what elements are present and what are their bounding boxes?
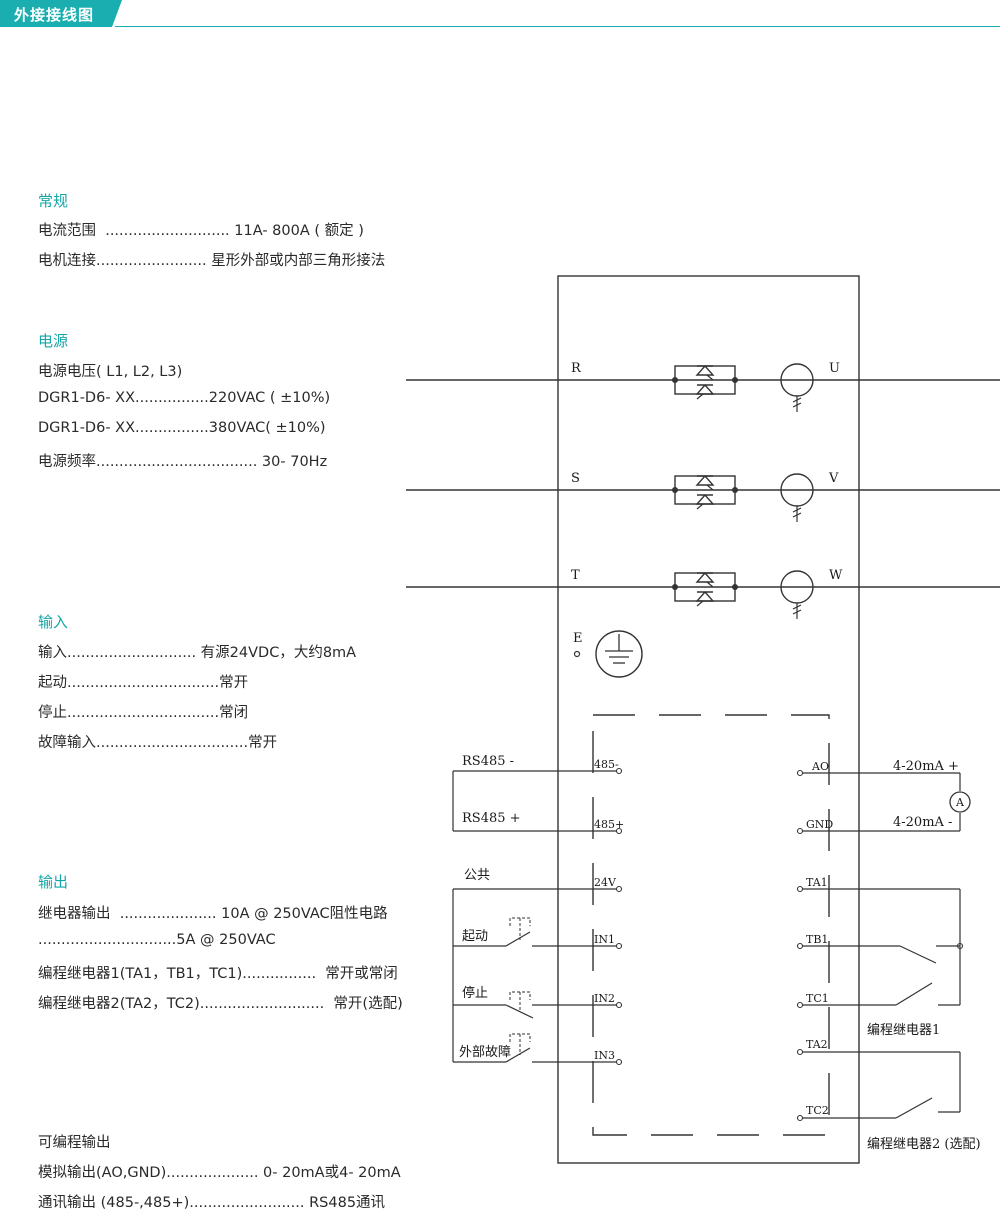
phase-label-v: V xyxy=(828,471,839,486)
section-heading-power: 电源 xyxy=(38,332,69,350)
terminal-label: IN2 xyxy=(594,992,615,1005)
phase-label-r: R xyxy=(571,361,582,376)
section-heading-output: 输出 xyxy=(38,873,69,891)
spec-row: 电源频率................................... … xyxy=(38,454,328,470)
terminal-label: TA2 xyxy=(806,1038,828,1051)
terminal-label: 24V xyxy=(594,876,617,889)
relay1-label: 编程继电器1 xyxy=(867,1023,940,1038)
terminal-label: TB1 xyxy=(806,933,828,946)
spec-row: DGR1-D6- XX................380VAC( ±10%) xyxy=(38,420,326,436)
spec-row: 电机连接........................ 星形外部或内部三角形接… xyxy=(38,253,386,269)
spec-row: 输入............................ 有源24VDC，大… xyxy=(38,645,357,661)
controller-enclosure xyxy=(557,275,860,1164)
relay2-label: 编程继电器2 (选配) xyxy=(867,1137,981,1152)
rs485-minus-label: RS485 - xyxy=(462,754,514,769)
ground-icon xyxy=(595,630,643,678)
page-title: 外接接线图 xyxy=(14,6,95,24)
phase-label-u: U xyxy=(829,361,840,376)
terminal-label: 485- xyxy=(594,758,619,771)
terminal-label: AO xyxy=(811,760,829,773)
spec-row: 模拟输出(AO,GND).................... 0- 20mA… xyxy=(38,1165,401,1181)
ma-plus-label: 4-20mA + xyxy=(893,759,959,774)
header-tab-shape xyxy=(0,0,122,27)
svg-text:A: A xyxy=(955,796,965,809)
section-heading-input: 输入 xyxy=(38,613,69,631)
phase-line-s xyxy=(406,473,1000,523)
spec-row: 编程继电器1(TA1，TB1，TC1)................ 常开或常… xyxy=(38,966,398,982)
spec-row: ..............................5A @ 250VA… xyxy=(38,932,276,948)
terminal-label: IN1 xyxy=(594,933,615,946)
fault-label: 外部故障 xyxy=(459,1045,511,1060)
terminal-label: 485+ xyxy=(594,818,624,831)
ma-minus-label: 4-20mA - xyxy=(893,815,952,830)
spec-row: 通讯输出 (485-,485+)........................… xyxy=(38,1195,386,1211)
phase-line-r xyxy=(406,363,1000,413)
earth-label: E xyxy=(573,631,583,646)
common-label: 公共 xyxy=(464,868,490,883)
spec-row: 电流范围 ........................... 11A- 80… xyxy=(38,223,364,239)
section-heading-programmable: 可编程输出 xyxy=(38,1135,111,1151)
terminal-label: TA1 xyxy=(806,876,828,889)
spec-row: 电源电压( L1, L2, L3) xyxy=(38,364,183,380)
phase-label-s: S xyxy=(571,471,580,486)
terminal-label: TC1 xyxy=(806,992,829,1005)
terminal-label: IN3 xyxy=(594,1049,615,1062)
spec-row: DGR1-D6- XX................220VAC ( ±10%… xyxy=(38,390,331,406)
ammeter-icon: A xyxy=(949,791,971,813)
terminal-label: GND xyxy=(806,818,833,831)
phase-line-t xyxy=(406,570,1000,620)
spec-row: 停止.................................常闭 xyxy=(38,705,249,721)
spec-row: 起动.................................常开 xyxy=(38,675,249,691)
spec-row: 编程继电器2(TA2，TC2).........................… xyxy=(38,996,403,1012)
section-heading-general: 常规 xyxy=(38,192,69,210)
spec-row: 故障输入.................................常开 xyxy=(38,735,278,751)
spec-row: 继电器输出 ..................... 10A @ 250VAC… xyxy=(38,906,388,922)
header-rule xyxy=(115,26,1000,27)
control-board-outline xyxy=(592,714,830,1136)
phase-label-t: T xyxy=(571,568,580,583)
terminal-label: TC2 xyxy=(806,1104,829,1117)
start-label: 起动 xyxy=(462,929,488,944)
stop-label: 停止 xyxy=(462,985,488,1001)
rs485-plus-label: RS485 + xyxy=(462,811,521,826)
phase-label-w: W xyxy=(829,568,843,583)
